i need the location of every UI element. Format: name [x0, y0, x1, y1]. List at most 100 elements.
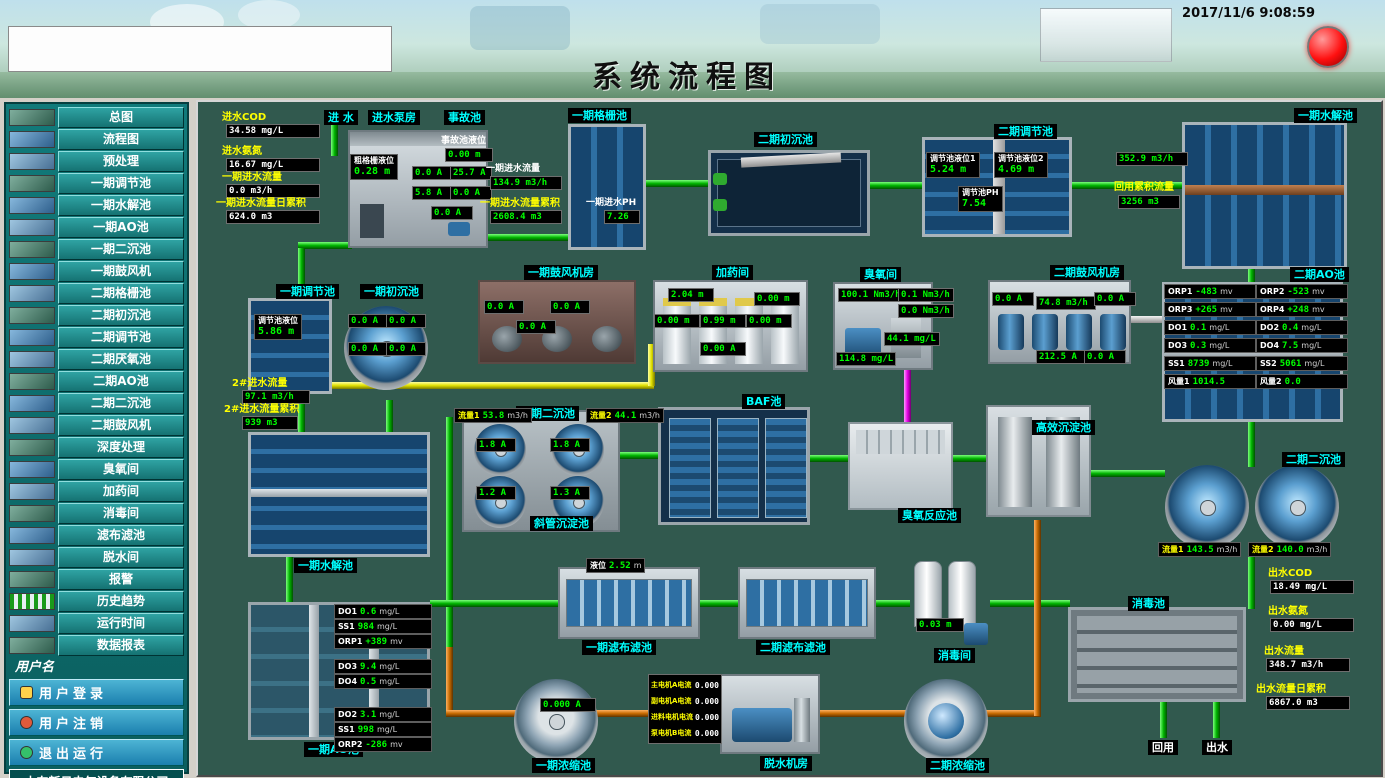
sidebar-item-p2-regulating-tank[interactable]: 二期调节池	[9, 327, 184, 348]
sidebar-item-p1-hydrolysis-tank[interactable]: 一期水解池	[9, 195, 184, 216]
advanced-treatment-button[interactable]: 深度处理	[58, 437, 184, 458]
blower-current: 0.0 A	[516, 320, 556, 334]
p1-reg-level: 调节池液位 5.86 m	[254, 314, 302, 340]
p2-blower-button[interactable]: 二期鼓风机	[58, 415, 184, 436]
p2-anaerobic-tank-button[interactable]: 二期厌氧池	[58, 349, 184, 370]
param-name: 调节池液位	[258, 316, 298, 325]
sidebar-item-p2-blower[interactable]: 二期鼓风机	[9, 415, 184, 436]
pipe-segment	[648, 344, 655, 386]
sidebar-item-pretreatment[interactable]: 预处理	[9, 151, 184, 172]
sidebar-item-p2-secondary-clarifier[interactable]: 二期二沉池	[9, 393, 184, 414]
ozone-room-button[interactable]: 臭氧间	[58, 459, 184, 480]
login-button[interactable]: 用户登录	[9, 679, 184, 706]
param-unit: mg/L	[1301, 341, 1322, 350]
param-unit: mg/L	[1212, 359, 1233, 368]
p2-secondary-clarifier-button[interactable]: 二期二沉池	[58, 393, 184, 414]
p1-blower-button[interactable]: 一期鼓风机	[58, 261, 184, 282]
sidebar-item-p1-secondary-clarifier[interactable]: 一期二沉池	[9, 239, 184, 260]
history-trend-button[interactable]: 历史趋势	[58, 591, 184, 612]
dewatering-room-button[interactable]: 脱水间	[58, 547, 184, 568]
disinfection-room-label: 消毒间	[934, 648, 975, 663]
sidebar-item-runtime[interactable]: 运行时间	[9, 613, 184, 634]
p1-secondary-clarifier-button[interactable]: 一期二沉池	[58, 239, 184, 260]
p1-thickener-label: 一期浓缩池	[532, 758, 595, 773]
sidebar-item-advanced-treatment[interactable]: 深度处理	[9, 437, 184, 458]
chemical-tank	[948, 561, 976, 627]
sidebar-item-disinfection-room[interactable]: 消毒间	[9, 503, 184, 524]
p1-hydrolysis-tank-button[interactable]: 一期水解池	[58, 195, 184, 216]
p1-regulating-tank-button[interactable]: 一期调节池	[58, 173, 184, 194]
sidebar-item-flow-diagram[interactable]: 流程图	[9, 129, 184, 150]
p1-ao-tank-button[interactable]: 一期AO池	[58, 217, 184, 238]
p1-ph-label: 一期进水PH	[586, 198, 637, 208]
equipment-detail	[765, 418, 807, 518]
sidebar-item-cloth-filter[interactable]: 滤布滤池	[9, 525, 184, 546]
overview-button[interactable]: 总图	[58, 107, 184, 128]
sidebar-item-p1-blower[interactable]: 一期鼓风机	[9, 261, 184, 282]
dosing-tank	[771, 298, 799, 364]
param-name: SS1	[338, 725, 355, 734]
flow-diagram-button[interactable]: 流程图	[58, 129, 184, 150]
p2-screen-tank-button[interactable]: 二期格栅池	[58, 283, 184, 304]
runtime-button[interactable]: 运行时间	[58, 613, 184, 634]
param-value: 0.0	[1284, 376, 1301, 387]
sidebar-item-overview[interactable]: 总图	[9, 107, 184, 128]
param-name: ORP1	[1168, 287, 1193, 296]
sidebar-item-p2-primary-clarifier[interactable]: 二期初沉池	[9, 305, 184, 326]
param-value: 140.0	[1276, 544, 1304, 555]
sidebar-item-p2-screen-tank[interactable]: 二期格栅池	[9, 283, 184, 304]
p2-primary-clarifier-button[interactable]: 二期初沉池	[58, 305, 184, 326]
disinfection-room-button[interactable]: 消毒间	[58, 503, 184, 524]
sidebar-item-dosing-room[interactable]: 加药间	[9, 481, 184, 502]
header-scenery	[1040, 8, 1172, 62]
pipe-segment	[286, 555, 293, 604]
ozone-room-thumbnail-icon	[9, 461, 55, 478]
clock: 2017/11/6 9:08:59	[1182, 6, 1315, 21]
disinfection-pool-label: 消毒池	[1128, 596, 1169, 611]
p2-blower-value: 212.5 A	[1036, 350, 1086, 364]
power-icon	[20, 746, 33, 759]
cloth-filter-button[interactable]: 滤布滤池	[58, 525, 184, 546]
sidebar-item-data-report[interactable]: 数据报表	[9, 635, 184, 656]
pipe-segment	[1070, 182, 1184, 189]
p2-ao-tank-button[interactable]: 二期AO池	[58, 371, 184, 392]
blower-current: 0.0 A	[550, 300, 590, 314]
logout-button[interactable]: 用户注销	[9, 709, 184, 736]
param-value: 9.4	[360, 661, 377, 672]
sidebar-item-p2-ao-tank[interactable]: 二期AO池	[9, 371, 184, 392]
clarifier-basin	[474, 476, 526, 528]
sidebar-item-alarm[interactable]: 报警	[9, 569, 184, 590]
sidebar-item-p1-regulating-tank[interactable]: 一期调节池	[9, 173, 184, 194]
disinfection-level: 0.03 m	[916, 618, 964, 632]
p2-ao-tank-label: 二期AO池	[1290, 267, 1349, 282]
param-name: DO3	[338, 662, 358, 671]
p2-regulating-tank-thumbnail-icon	[9, 329, 55, 346]
param-unit: mg/L	[379, 607, 400, 616]
pipe-segment	[990, 600, 1070, 607]
param-unit: mg/L	[1209, 323, 1230, 332]
p2-regulating-tank-button[interactable]: 二期调节池	[58, 327, 184, 348]
sidebar-item-p2-anaerobic-tank[interactable]: 二期厌氧池	[9, 349, 184, 370]
param-unit: m3/h	[1216, 545, 1238, 554]
alarm-button[interactable]: 报警	[58, 569, 184, 590]
sidebar-item-history-trend[interactable]: 历史趋势	[9, 591, 184, 612]
dosing-value: 0.00 m	[746, 314, 792, 328]
param-name: 流量2	[1252, 545, 1274, 554]
sidebar-item-dewatering-room[interactable]: 脱水间	[9, 547, 184, 568]
exit-button[interactable]: 退出运行	[9, 739, 184, 766]
pretreatment-button[interactable]: 预处理	[58, 151, 184, 172]
alarm-indicator-lamp[interactable]	[1307, 26, 1349, 68]
sidebar-item-p1-ao-tank[interactable]: 一期AO池	[9, 217, 184, 238]
p1-primary-clarifier-label: 一期初沉池	[360, 284, 423, 299]
dosing-room-button[interactable]: 加药间	[58, 481, 184, 502]
data-report-button[interactable]: 数据报表	[58, 635, 184, 656]
ozone-reactor-tank	[848, 422, 953, 510]
sidebar-item-ozone-room[interactable]: 臭氧间	[9, 459, 184, 480]
pipe-segment	[698, 600, 740, 607]
